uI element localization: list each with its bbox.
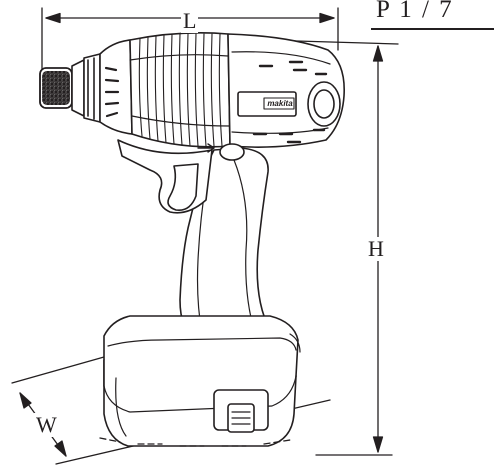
height-dimension-label: H (366, 236, 386, 261)
nose-section (99, 39, 133, 135)
brand-badge: makita (267, 99, 293, 108)
page-indicator: P 1 / 7 (376, 0, 454, 23)
bit-holder (39, 53, 101, 123)
battery-pack (99, 315, 301, 447)
motor-housing (227, 33, 345, 148)
length-dimension-label: L (181, 8, 199, 33)
page-indicator-underline (371, 28, 494, 30)
trigger-area (117, 139, 245, 214)
width-dimension-label: W (34, 412, 59, 437)
gear-housing (129, 32, 231, 148)
